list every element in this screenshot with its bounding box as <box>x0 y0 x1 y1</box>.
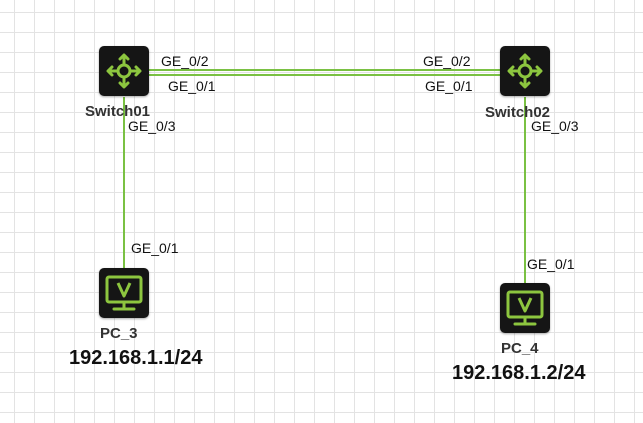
switch01-label: Switch01 <box>85 103 151 120</box>
switch01-port-ge02: GE_0/2 <box>161 53 209 69</box>
switch-router-icon[interactable] <box>500 46 550 96</box>
switch02-label: Switch02 <box>485 104 551 121</box>
switch-router-icon[interactable] <box>99 46 149 96</box>
pc3-port-ge01: GE_0/1 <box>131 240 179 256</box>
pc4-port-ge01: GE_0/1 <box>527 256 575 272</box>
switch02-port-ge01: GE_0/1 <box>425 78 473 94</box>
pc-monitor-icon[interactable] <box>99 268 149 318</box>
switch01-port-ge03: GE_0/3 <box>128 118 176 134</box>
pc4-label: PC_4 <box>501 340 539 357</box>
pc3-label: PC_3 <box>100 325 138 342</box>
switch02-port-ge02: GE_0/2 <box>423 53 471 69</box>
pc3-ip-label: 192.168.1.1/24 <box>69 347 203 369</box>
pc4-ip-label: 192.168.1.2/24 <box>452 362 586 384</box>
switch02-port-ge03: GE_0/3 <box>531 118 579 134</box>
pc-monitor-icon[interactable] <box>500 283 550 333</box>
switch01-port-ge01: GE_0/1 <box>168 78 216 94</box>
